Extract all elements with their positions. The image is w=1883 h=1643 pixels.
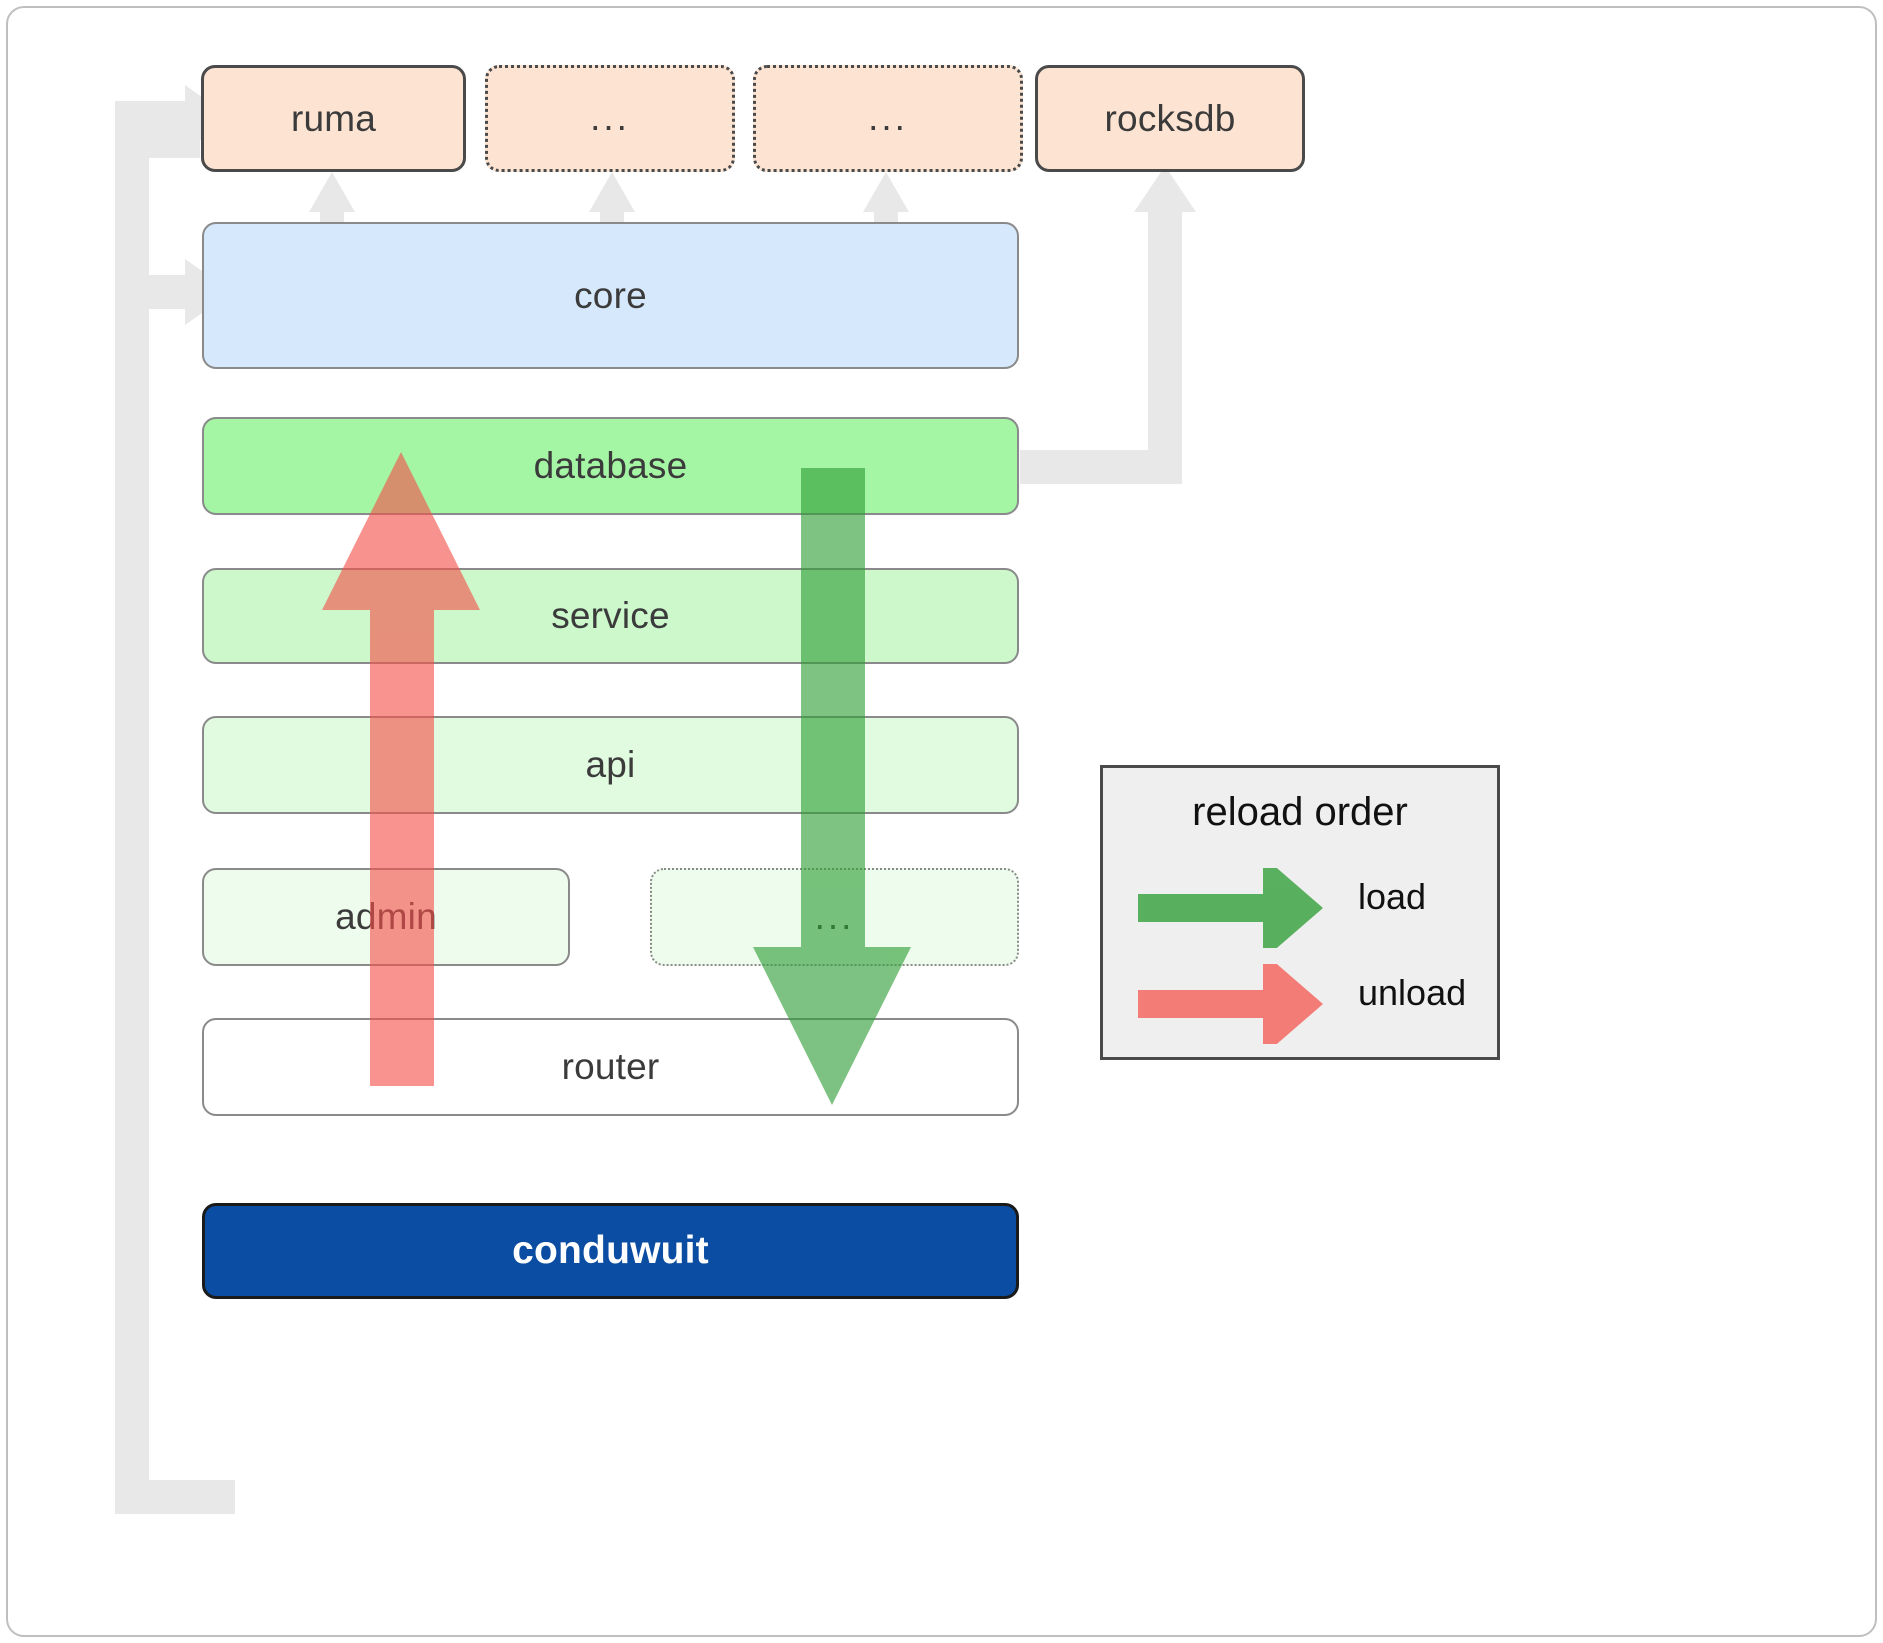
node-label: conduwuit [512, 1229, 709, 1272]
node-ruma[interactable]: ruma [201, 65, 466, 172]
node-label: service [551, 595, 670, 636]
node-label: core [574, 274, 647, 316]
node-service[interactable]: service [202, 568, 1019, 664]
node-dep-2[interactable]: ... [485, 65, 735, 172]
node-label: ... [590, 97, 630, 139]
legend-label-unload: unload [1358, 972, 1467, 1013]
node-label: admin [335, 896, 437, 937]
node-label: api [585, 744, 636, 785]
node-admin[interactable]: admin [202, 868, 570, 966]
legend-row-unload: unload [1103, 964, 1497, 1044]
legend-box: reload order load unload [1100, 765, 1500, 1060]
node-dep-3[interactable]: ... [753, 65, 1023, 172]
node-router[interactable]: router [202, 1018, 1019, 1116]
node-label: ruma [290, 97, 377, 139]
legend-row-load: load [1103, 868, 1497, 948]
node-extra[interactable]: ... [650, 868, 1019, 966]
unload-legend-icon [1138, 964, 1323, 1044]
node-label: database [533, 445, 688, 486]
load-legend-icon [1138, 868, 1323, 948]
node-label: rocksdb [1104, 97, 1236, 139]
legend-label-load: load [1358, 876, 1427, 917]
node-label: router [561, 1046, 660, 1087]
node-label: ... [814, 895, 855, 937]
node-core[interactable]: core [202, 222, 1019, 369]
node-api[interactable]: api [202, 716, 1019, 814]
node-conduwuit[interactable]: conduwuit [202, 1203, 1019, 1299]
node-label: ... [868, 97, 908, 139]
legend-title: reload order [1192, 790, 1408, 834]
node-rocksdb[interactable]: rocksdb [1035, 65, 1305, 172]
node-database[interactable]: database [202, 417, 1019, 515]
